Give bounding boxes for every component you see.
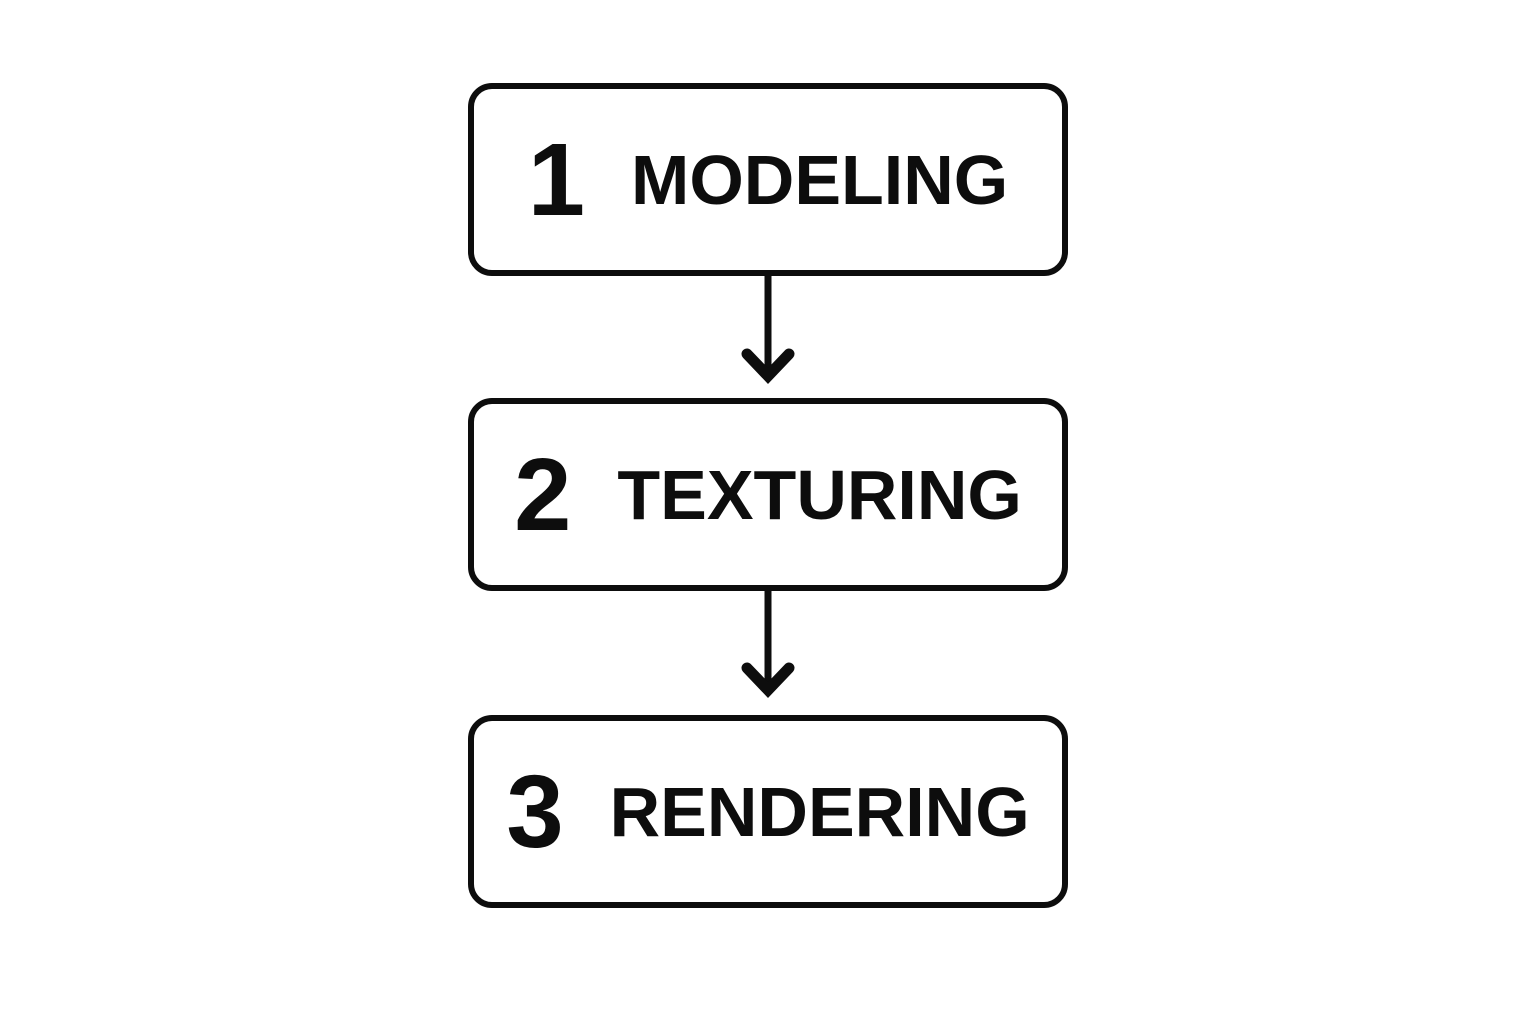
step-label: TEXTURING <box>617 455 1022 534</box>
step-box-rendering: 3 RENDERING <box>468 715 1068 908</box>
step-number: 2 <box>514 437 572 552</box>
step-number: 1 <box>527 122 586 237</box>
arrow-down-icon <box>738 276 798 384</box>
step-label: MODELING <box>631 140 1009 219</box>
arrow-down-icon <box>738 590 798 698</box>
step-number: 3 <box>506 754 564 869</box>
step-label: RENDERING <box>609 772 1030 851</box>
step-box-modeling: 1 MODELING <box>468 83 1068 276</box>
step-box-texturing: 2 TEXTURING <box>468 398 1068 591</box>
